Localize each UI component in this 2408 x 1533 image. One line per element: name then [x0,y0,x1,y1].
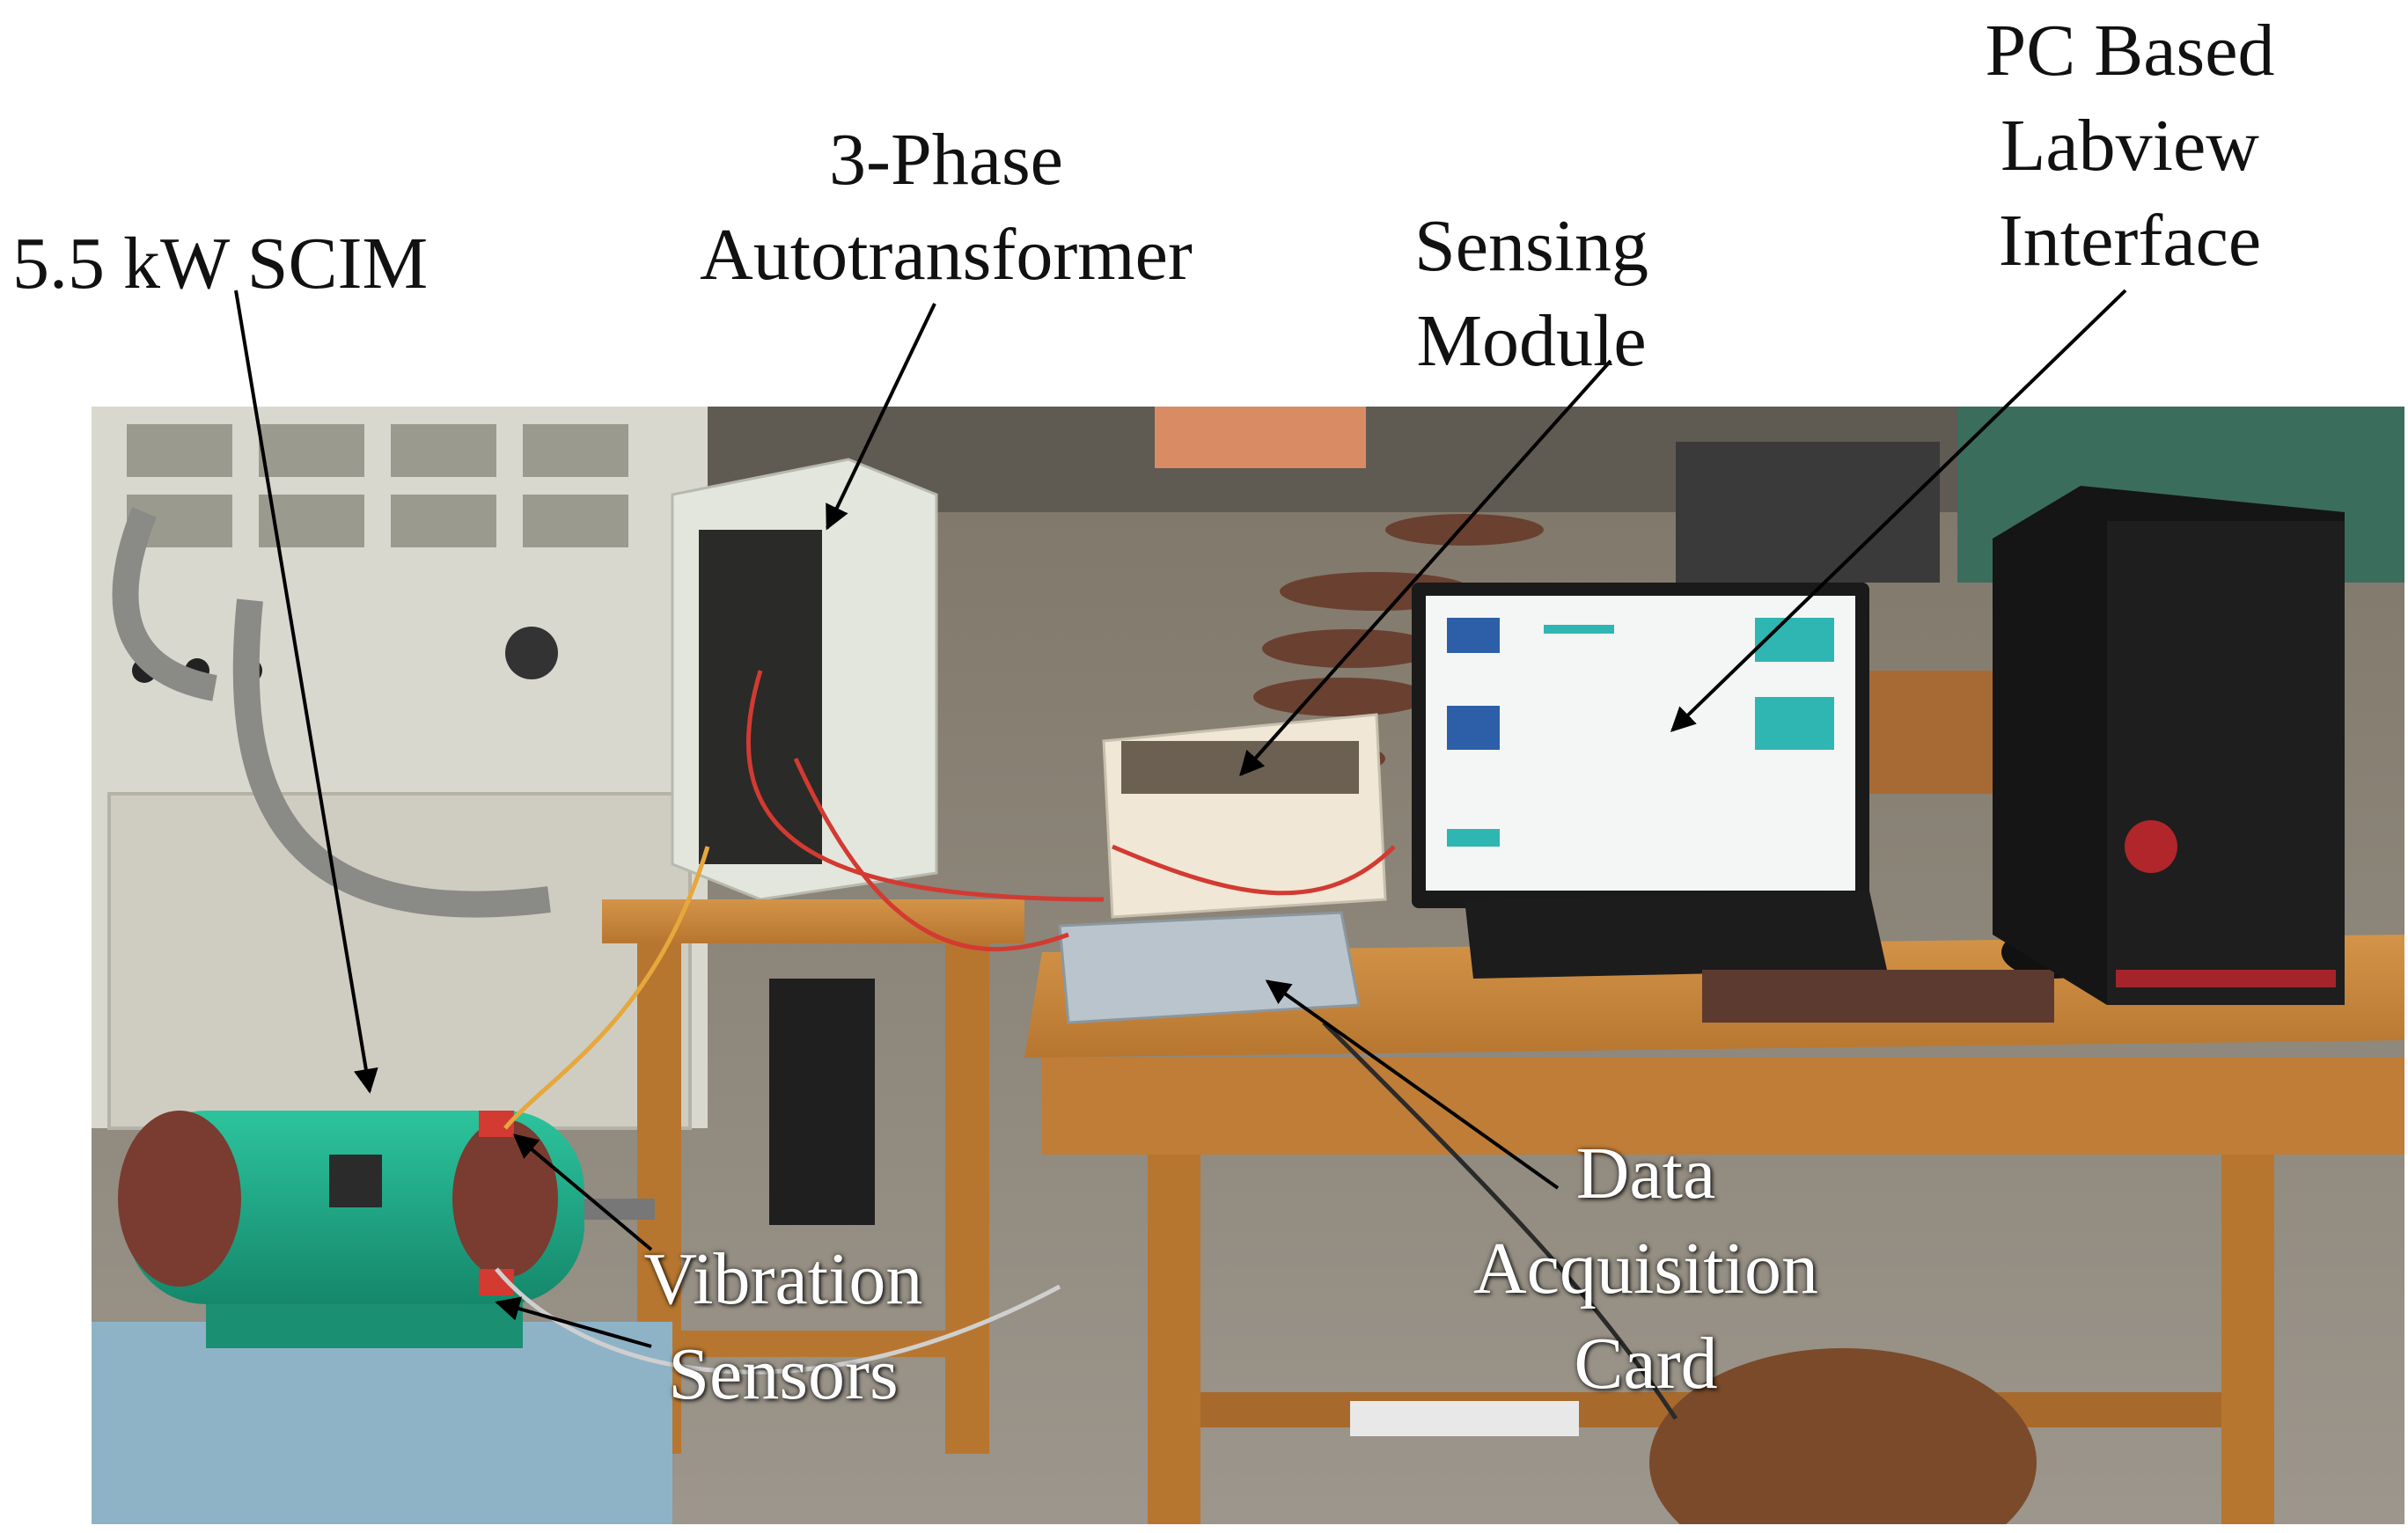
label-vibration-line2: Sensors [668,1333,899,1415]
label-autotransformer-line2: Autotransformer [700,214,1193,296]
panel-door [107,792,692,1130]
black-box-under-stool [769,979,875,1225]
mouse-pad [1702,970,2054,1023]
grey-cable [112,507,551,918]
screen-footer-bar [1447,829,1500,847]
motor-base-plate [92,1322,672,1524]
label-pc-interface: PC Based Labview Interface [1927,4,2332,289]
front-stool-top [1649,1348,2037,1524]
arrow-autotransformer [826,303,936,531]
motor-nameplate [329,1155,382,1207]
orange-door [1155,407,1366,468]
label-pc-line2: Labview [2001,105,2259,187]
label-daq-line1: Data [1575,1133,1716,1214]
label-vibration-sensors: Vibration Sensors [598,1232,968,1422]
table-leg-left [1148,1155,1200,1524]
arrow-sensing-module [1239,359,1612,777]
screen-plot-1 [1755,618,1834,662]
motor-end-left [118,1111,241,1287]
panel-knob [505,627,558,679]
lab-photo [92,407,2404,1524]
stool-leg-2 [945,943,989,1454]
screen-plot-2 [1755,697,1834,750]
label-pc-line3: Interface [1998,200,2262,282]
lab-scene [92,407,2404,1524]
keyboard [1465,891,1887,979]
label-motor-text: 5.5 kW SCIM [12,223,429,304]
arrow-daq-card [1265,979,1560,1190]
label-daq-line2: Acquisition [1473,1228,1818,1309]
label-sensing-module: Sensing Module [1373,199,1690,389]
label-motor: 5.5 kW SCIM [12,216,505,312]
label-sensing-line1: Sensing [1413,205,1649,287]
screen-header-bar [1544,625,1614,634]
arrow-motor [234,290,378,1094]
power-strip [1350,1401,1579,1436]
label-autotransformer-line1: 3-Phase [829,119,1063,201]
label-vibration-line1: Vibration [643,1238,923,1320]
screen-panel-2 [1447,706,1500,750]
label-daq-line3: Card [1574,1323,1718,1405]
panel-meters [127,424,628,547]
pc-power-button [2125,820,2177,873]
label-daq-card: Data Acquisition Card [1408,1126,1883,1412]
motor-end-right [452,1119,558,1278]
wires [495,670,1678,1420]
arrow-pc-interface [1670,289,2127,732]
screen-panel-1 [1447,618,1500,653]
arrow-vibration-bottom [495,1296,652,1348]
table-apron [1042,1058,2404,1155]
label-pc-line1: PC Based [1985,10,2275,92]
label-autotransformer: 3-Phase Autotransformer [642,113,1250,303]
pc-red-trim [2116,970,2336,987]
table-leg-right [2221,1155,2274,1524]
label-sensing-line2: Module [1416,300,1647,382]
arrow-vibration-top [512,1133,653,1251]
pc-front [2107,521,2345,1005]
autotransformer-front [699,530,822,864]
